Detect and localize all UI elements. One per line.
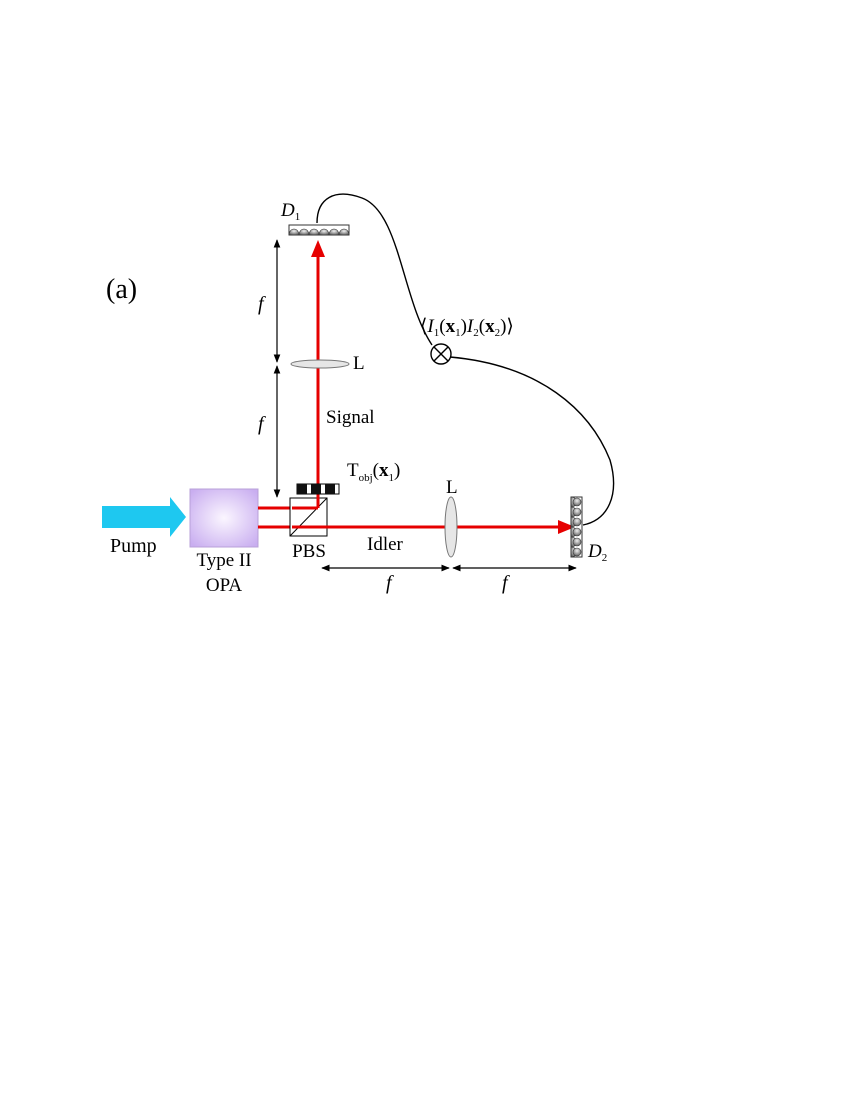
signal-lens-label: L <box>353 353 365 374</box>
detector-d1 <box>288 224 350 236</box>
idler-lens <box>444 496 458 558</box>
signal-lens <box>290 359 350 369</box>
detector-d2 <box>570 496 583 558</box>
detector-d2-label: D2 <box>587 541 607 564</box>
opa-label-line2: OPA <box>206 575 243 596</box>
focal-label-upper: f <box>258 293 266 315</box>
correlation-label: ⟨I1(x1)I2(x2)⟩ <box>420 316 514 339</box>
cable-d2 <box>449 356 615 526</box>
object-mask <box>296 483 340 495</box>
focal-label-lower: f <box>258 413 266 435</box>
focal-label-right: f <box>502 572 510 594</box>
correlator-icon <box>430 343 452 365</box>
object-label: Tobj(x1) <box>347 460 400 484</box>
pbs-label: PBS <box>292 541 326 562</box>
signal-label: Signal <box>326 407 375 428</box>
opa-label-line1: Type II <box>196 550 251 571</box>
idler-label: Idler <box>367 534 404 555</box>
pbs-diagonal <box>289 497 328 537</box>
panel-label: (a) <box>106 274 137 305</box>
pump-arrow <box>102 497 186 537</box>
opa-crystal <box>189 488 259 548</box>
focal-label-left: f <box>386 572 394 594</box>
idler-lens-label: L <box>446 477 458 498</box>
cable-d1 <box>316 193 433 346</box>
beam-signal-arrowhead <box>311 240 325 257</box>
detector-d1-label: D1 <box>280 200 300 223</box>
pump-label: Pump <box>110 535 157 557</box>
beam-idler-arrowhead <box>558 520 575 534</box>
